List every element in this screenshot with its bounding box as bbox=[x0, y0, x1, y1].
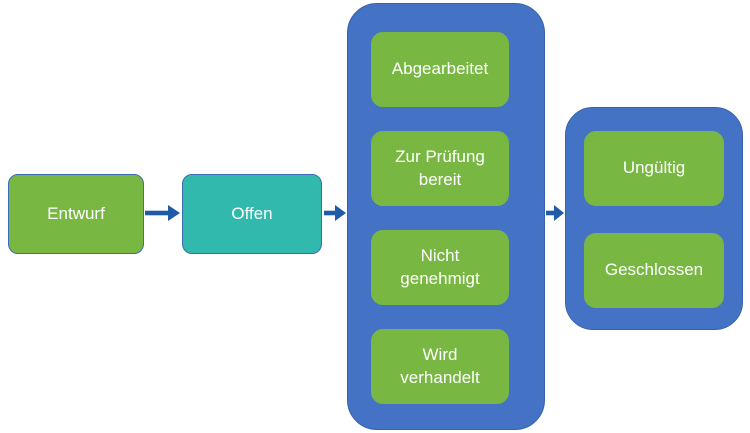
arrow-right-icon bbox=[324, 205, 346, 221]
state-label: Wird verhandelt bbox=[400, 345, 480, 387]
state-geschlossen: Geschlossen bbox=[584, 233, 724, 308]
state-abgearbeitet: Abgearbeitet bbox=[371, 32, 509, 107]
state-offen: Offen bbox=[182, 174, 322, 254]
flow-arrow-processing-final bbox=[546, 204, 564, 222]
state-label: Ungültig bbox=[622, 158, 686, 178]
state-label: Nicht genehmigt bbox=[400, 246, 480, 288]
state-label: Geschlossen bbox=[604, 260, 704, 280]
state-label: Zur Prüfung bereit bbox=[395, 147, 485, 189]
state-label: Abgearbeitet bbox=[391, 59, 489, 79]
state-label: Offen bbox=[231, 203, 273, 223]
state-wird-verhandelt: Wird verhandelt bbox=[371, 329, 509, 404]
state-nicht-genehmigt: Nicht genehmigt bbox=[371, 230, 509, 305]
state-ungueltig: Ungültig bbox=[584, 131, 724, 206]
flow-arrow-offen-processing bbox=[324, 204, 346, 222]
arrow-right-icon bbox=[546, 205, 564, 221]
state-entwurf: Entwurf bbox=[8, 174, 144, 254]
state-zur-pruefung-bereit: Zur Prüfung bereit bbox=[371, 131, 509, 206]
flow-arrow-entwurf-offen bbox=[145, 204, 180, 222]
group-processing-states: Abgearbeitet Zur Prüfung bereit Nicht ge… bbox=[347, 3, 545, 430]
group-final-states: Ungültig Geschlossen bbox=[565, 107, 743, 330]
arrow-right-icon bbox=[145, 205, 180, 221]
state-label: Entwurf bbox=[47, 203, 105, 223]
